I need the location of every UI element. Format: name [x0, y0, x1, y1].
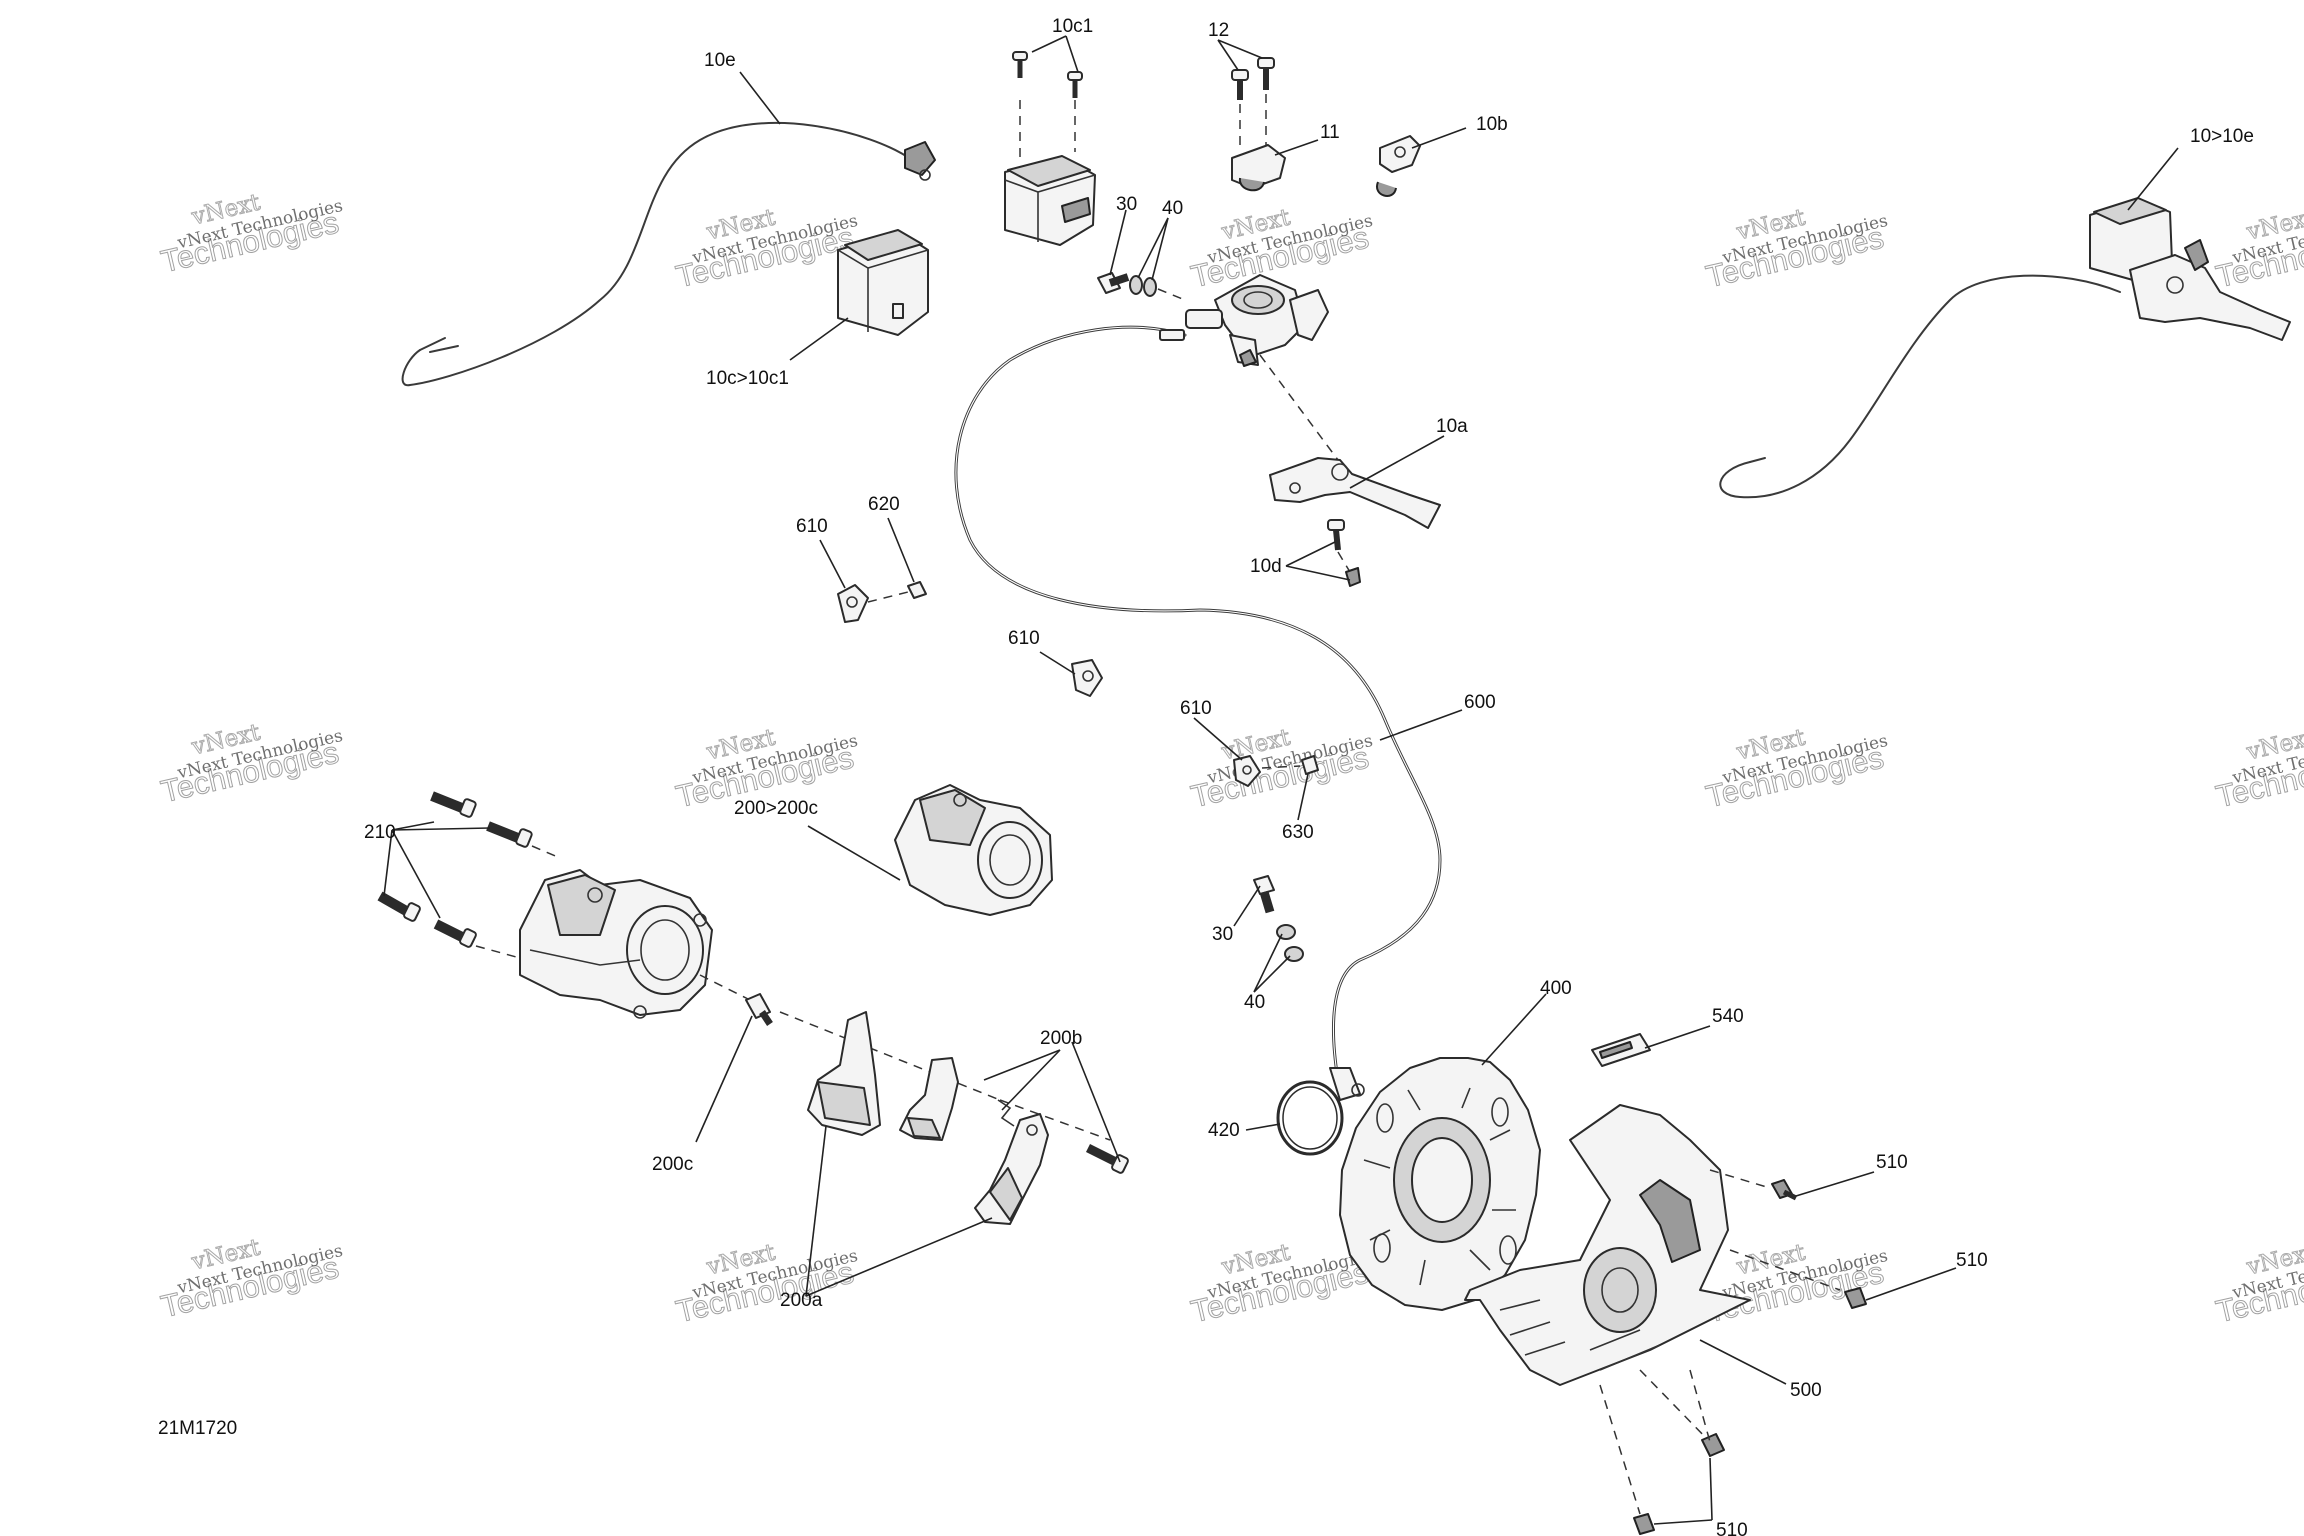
pad-spring-200b [899, 1057, 1015, 1141]
watermark-6: vNext Technologies vNext Technologies [157, 719, 344, 810]
callout-10c-to-10c1: 10c>10c1 [706, 368, 789, 389]
callout-labels: 10e 10c1 12 11 10b 10>10e 30 40 10c>10c1… [158, 16, 2254, 1536]
hose-clip-610-a [837, 584, 909, 623]
callout-620: 620 [868, 494, 900, 515]
callout-10e: 10e [704, 50, 736, 71]
callout-11: 11 [1320, 122, 1340, 143]
callout-10a: 10a [1436, 416, 1468, 437]
callout-10b: 10b [1476, 114, 1508, 135]
bleed-screw-200c [745, 993, 773, 1026]
callout-200a: 200a [780, 1290, 823, 1311]
reservoir-assembly-10c [837, 229, 929, 336]
callout-610-b: 610 [1008, 628, 1040, 649]
callout-200c: 200c [652, 1154, 693, 1175]
callout-510-a: 510 [1876, 1152, 1908, 1173]
callout-40-top: 40 [1162, 198, 1183, 219]
master-cylinder-assembly-10 [1719, 197, 2291, 499]
callout-10-to-10e: 10>10e [2190, 126, 2254, 147]
screw-10c1-a [1012, 51, 1028, 78]
callout-210: 210 [364, 822, 396, 843]
watermark-11: vNext Technologies vNext Technologies [157, 1234, 344, 1325]
pivot-bolt-10d [1327, 519, 1361, 587]
watermark-1: vNext Technologies vNext Technologies [157, 189, 344, 280]
callout-610-a: 610 [796, 516, 828, 537]
watermark-4: vNext Technologies vNext Technologies [1702, 204, 1889, 295]
callout-30-bottom: 30 [1212, 924, 1233, 945]
pad-pin-200b [1085, 1143, 1129, 1174]
watermark-8: vNext Technologies vNext Technologies [1187, 724, 1374, 815]
washers-40-top [1129, 275, 1157, 297]
brake-disc-400 [1339, 1057, 1541, 1311]
callout-630: 630 [1282, 822, 1314, 843]
watermark-5: vNext Technologies vNext Technologies [2212, 204, 2304, 295]
callout-30-top: 30 [1116, 194, 1137, 215]
washers-40-bottom [1276, 924, 1304, 962]
watermark-15: vNext Technologies vNext Technologies [2212, 1239, 2304, 1330]
watermark-10: vNext Technologies vNext Technologies [2212, 724, 2304, 815]
caliper-200 [519, 869, 713, 1019]
brake-hose-600 [954, 325, 1442, 1101]
o-ring-420 [1276, 1080, 1344, 1156]
watermark-2: vNext Technologies vNext Technologies [672, 204, 859, 295]
brake-lever-10a [1269, 457, 1441, 529]
callout-500: 500 [1790, 1380, 1822, 1401]
watermark-9: vNext Technologies vNext Technologies [1702, 724, 1889, 815]
watermark-layer: vNext Technologies vNext Technologies vN… [157, 189, 2304, 1330]
callout-10d: 10d [1250, 556, 1282, 577]
figure-code: 21M1720 [158, 1418, 237, 1439]
callout-40-bottom: 40 [1244, 992, 1265, 1013]
clamp-11 [1231, 144, 1286, 192]
hose-clip-610-c [1233, 755, 1301, 787]
watermark-3: vNext Technologies vNext Technologies [1187, 204, 1374, 295]
watermark-12: vNext Technologies vNext Technologies [672, 1239, 859, 1330]
callout-400: 400 [1540, 978, 1572, 999]
callout-200-to-200c: 200>200c [734, 798, 818, 819]
leader-lines [383, 35, 2179, 1525]
reservoir-10c1 [1004, 51, 1096, 246]
screw-510-c [1599, 1369, 1725, 1535]
callout-610-c: 610 [1180, 698, 1212, 719]
disc-guard-500 [1464, 1104, 1751, 1386]
callout-510-c: 510 [1716, 1520, 1748, 1536]
callout-10c1: 10c1 [1052, 16, 1093, 37]
sensor-wire-10e [401, 122, 936, 387]
brake-pad-200a-outer [974, 1113, 1049, 1225]
callout-420: 420 [1208, 1120, 1240, 1141]
banjo-bolt-30-top [1097, 272, 1130, 294]
caliper-assembly-200 [894, 784, 1053, 916]
banjo-bolt-30-bottom [1253, 875, 1275, 914]
brake-pad-200a-inner [807, 1011, 881, 1136]
clamp-10b [1375, 135, 1421, 197]
screw-620 [907, 581, 927, 599]
screw-510-b [1729, 1249, 1867, 1309]
screws-12 [1231, 57, 1275, 150]
label-540 [1591, 1033, 1651, 1067]
callout-540: 540 [1712, 1006, 1744, 1027]
callout-600: 600 [1464, 692, 1496, 713]
screw-10c1-b [1067, 71, 1083, 98]
screw-510-a [1709, 1169, 1798, 1201]
bolts-210 [377, 791, 561, 959]
callout-200b: 200b [1040, 1028, 1082, 1049]
hose-clip-610-b [1071, 659, 1103, 697]
callout-510-b: 510 [1956, 1250, 1988, 1271]
master-cylinder-body [1185, 274, 1329, 367]
callout-12: 12 [1208, 20, 1229, 41]
screw-630 [1301, 755, 1319, 775]
